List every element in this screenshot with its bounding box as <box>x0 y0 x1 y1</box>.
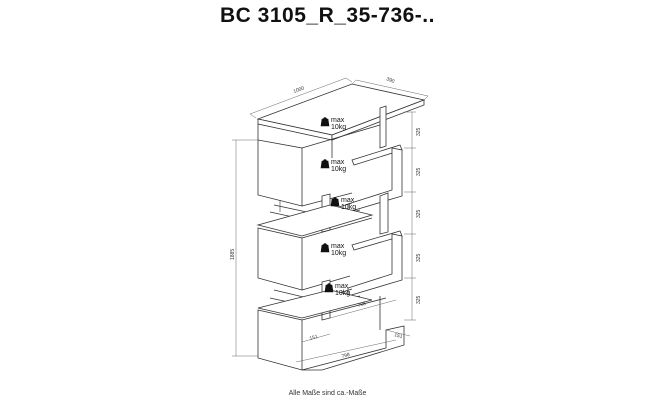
top-board-side <box>331 99 425 141</box>
fourth-cube-front <box>347 233 403 297</box>
weight-icon <box>320 159 330 169</box>
dim-height-label: 1885 <box>230 249 236 260</box>
mid-right-divider <box>379 192 389 235</box>
dim-inner-upper: 798 <box>329 299 397 319</box>
svg-text:max: max <box>331 243 345 250</box>
svg-text:10kg: 10kg <box>331 166 346 173</box>
dim-compartment-3: 325 <box>416 209 422 218</box>
footer-note: Alle Maße sind ca.-Maße <box>288 390 367 397</box>
dim-inner-upper-label: 798 <box>357 301 367 309</box>
page-title: BC 3105_R_35-736-.. <box>220 4 435 27</box>
weight-icon <box>320 243 330 253</box>
dim-right-stack: 325 325 325 325 325 <box>404 111 422 321</box>
upper-cube-front <box>257 139 303 207</box>
dim-compartment-2: 325 <box>416 167 422 176</box>
svg-text:max: max <box>331 117 345 124</box>
weight-icon <box>330 197 340 207</box>
load-label-2: max 10kg <box>320 159 346 173</box>
dim-width-label: 1000 <box>293 85 306 95</box>
lower-cube-front <box>257 227 303 291</box>
lower-cube-top <box>256 204 374 237</box>
dim-height: 1885 <box>230 139 258 357</box>
svg-text:10kg: 10kg <box>331 250 346 257</box>
bottom-right-base <box>301 325 405 371</box>
dim-bottom: 151 151 798 <box>295 329 411 363</box>
svg-text:max: max <box>335 283 349 290</box>
dim-depth: 390 <box>351 76 429 101</box>
dim-compartment-5: 325 <box>416 295 422 304</box>
upper-right-divider <box>379 105 387 149</box>
weight-icon <box>324 283 334 293</box>
dim-depth-label: 390 <box>385 76 395 85</box>
svg-text:10kg: 10kg <box>335 290 350 297</box>
svg-text:max: max <box>341 197 355 204</box>
svg-text:10kg: 10kg <box>341 204 356 211</box>
dim-compartment-4: 325 <box>416 253 422 262</box>
dim-width: 1000 <box>249 77 353 119</box>
svg-text:10kg: 10kg <box>331 124 346 131</box>
load-label-5: max 10kg <box>324 283 350 297</box>
dim-compartment-1: 325 <box>416 127 422 136</box>
bottom-cube-top <box>257 289 373 319</box>
weight-icon <box>320 117 330 127</box>
dim-side-left: 151 <box>309 334 319 342</box>
load-label-1: max 10kg <box>320 117 346 131</box>
load-label-4: max 10kg <box>320 243 346 257</box>
dim-side-right: 151 <box>393 332 403 340</box>
load-label-3: max 10kg <box>330 197 356 211</box>
svg-text:max: max <box>331 159 345 166</box>
bottom-cube-front <box>257 309 303 371</box>
dim-inner-bottom-label: 798 <box>341 352 351 360</box>
